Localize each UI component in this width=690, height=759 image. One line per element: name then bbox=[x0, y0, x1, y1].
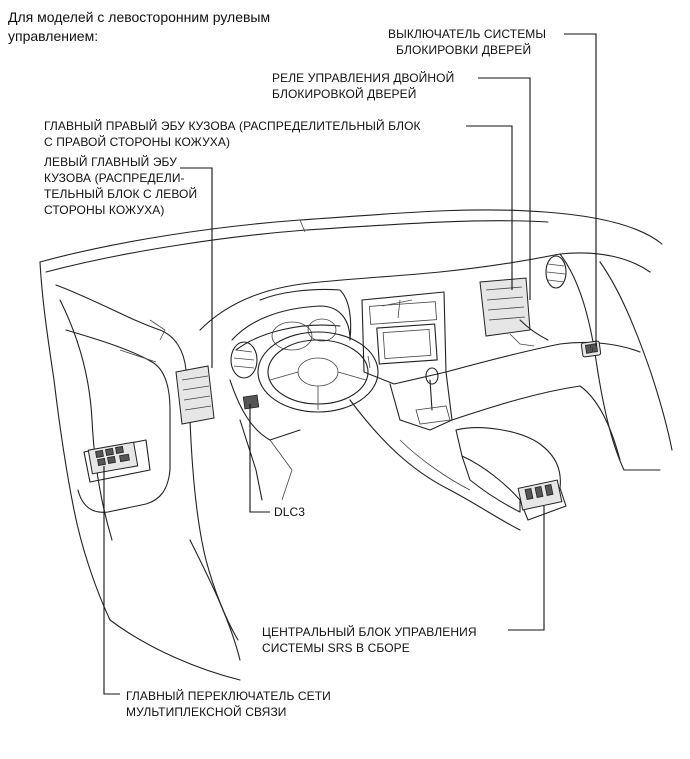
center-stack bbox=[361, 291, 447, 385]
label-double-lock-relay: РЕЛЕ УПРАВЛЕНИЯ ДВОЙНОЙ БЛОКИРОВКОЙ ДВЕР… bbox=[272, 70, 454, 102]
label-multiplex-master-switch: ГЛАВНЫЙ ПЕРЕКЛЮЧАТЕЛЬ СЕТИ МУЛЬТИПЛЕКСНО… bbox=[126, 688, 331, 720]
srs-unit bbox=[517, 479, 563, 511]
right-body-ecu-unit bbox=[479, 277, 549, 347]
leader-double-lock-relay bbox=[478, 77, 531, 300]
dlc3-connector bbox=[242, 394, 260, 410]
multiplex-switch-unit bbox=[87, 441, 139, 475]
diagram-heading: Для моделей с левосторонним рулевым упра… bbox=[8, 8, 270, 46]
label-dlc3: DLC3 bbox=[274, 505, 306, 519]
dashboard-top bbox=[199, 252, 651, 331]
gear-shifter bbox=[415, 367, 451, 425]
label-double-lock-relay-line-2: БЛОКИРОВКОЙ ДВЕРЕЙ bbox=[272, 87, 417, 101]
label-multiplex-master-switch-line-2: МУЛЬТИПЛЕКСНОЙ СВЯЗИ bbox=[126, 705, 287, 719]
label-srs-center-unit-line-1: ЦЕНТРАЛЬНЫЙ БЛОК УПРАВЛЕНИЯ bbox=[262, 625, 477, 639]
right-air-vent bbox=[545, 255, 567, 289]
heading-line-2: управлением: bbox=[8, 28, 99, 44]
display-screen bbox=[376, 323, 438, 365]
label-right-main-body-ecu-line-2: С ПРАВОЙ СТОРОНЫ КОЖУХА) bbox=[44, 135, 231, 149]
label-right-main-body-ecu: ГЛАВНЫЙ ПРАВЫЙ ЭБУ КУЗОВА (РАСПРЕДЕЛИТЕЛ… bbox=[44, 118, 421, 150]
left-air-vent bbox=[230, 341, 258, 379]
label-multiplex-master-switch-line-1: ГЛАВНЫЙ ПЕРЕКЛЮЧАТЕЛЬ СЕТИ bbox=[126, 689, 331, 703]
leader-left-body-ecu bbox=[180, 167, 213, 368]
leader-right-body-ecu bbox=[466, 125, 513, 290]
label-left-main-body-ecu: ЛЕВЫЙ ГЛАВНЫЙ ЭБУ КУЗОВА (РАСПРЕДЕЛИ- ТЕ… bbox=[44, 154, 197, 218]
right-door-frame bbox=[559, 253, 661, 471]
label-double-lock-relay-line-1: РЕЛЕ УПРАВЛЕНИЯ ДВОЙНОЙ bbox=[272, 71, 455, 85]
label-left-main-body-ecu-line-2: КУЗОВА (РАСПРЕДЕЛИ- bbox=[44, 171, 185, 185]
door-lock-switch-unit bbox=[580, 340, 602, 358]
heading-line-1: Для моделей с левосторонним рулевым bbox=[8, 9, 271, 25]
leader-multiplex-switch bbox=[103, 466, 120, 695]
label-srs-center-unit-line-2: СИСТЕМЫ SRS В СБОРЕ bbox=[262, 641, 410, 655]
roof-outline bbox=[39, 209, 663, 263]
leader-srs-unit bbox=[508, 506, 545, 631]
label-srs-center-unit: ЦЕНТРАЛЬНЫЙ БЛОК УПРАВЛЕНИЯ СИСТЕМЫ SRS … bbox=[262, 624, 477, 656]
label-left-main-body-ecu-line-1: ЛЕВЫЙ ГЛАВНЫЙ ЭБУ bbox=[44, 155, 177, 169]
center-console-box bbox=[455, 427, 561, 501]
label-door-lock-switch: ВЫКЛЮЧАТЕЛЬ СИСТЕМЫ БЛОКИРОВКИ ДВЕРЕЙ bbox=[388, 26, 546, 58]
label-left-main-body-ecu-line-3: ТЕЛЬНЫЙ БЛОК С ЛЕВОЙ bbox=[44, 187, 198, 201]
label-door-lock-switch-line-2: БЛОКИРОВКИ ДВЕРЕЙ bbox=[396, 43, 532, 57]
label-left-main-body-ecu-line-4: СТОРОНЫ КОЖУХА) bbox=[44, 203, 165, 217]
leader-dlc3 bbox=[249, 404, 270, 513]
left-door-frame bbox=[39, 261, 111, 621]
label-door-lock-switch-line-1: ВЫКЛЮЧАТЕЛЬ СИСТЕМЫ bbox=[388, 27, 547, 41]
left-body-ecu-unit bbox=[175, 365, 215, 425]
leader-door-lock-switch bbox=[564, 33, 597, 346]
steering-wheel bbox=[257, 331, 379, 413]
left-door-panel bbox=[65, 329, 171, 513]
label-right-main-body-ecu-line-1: ГЛАВНЫЙ ПРАВЫЙ ЭБУ КУЗОВА (РАСПРЕДЕЛИТЕЛ… bbox=[44, 119, 421, 133]
